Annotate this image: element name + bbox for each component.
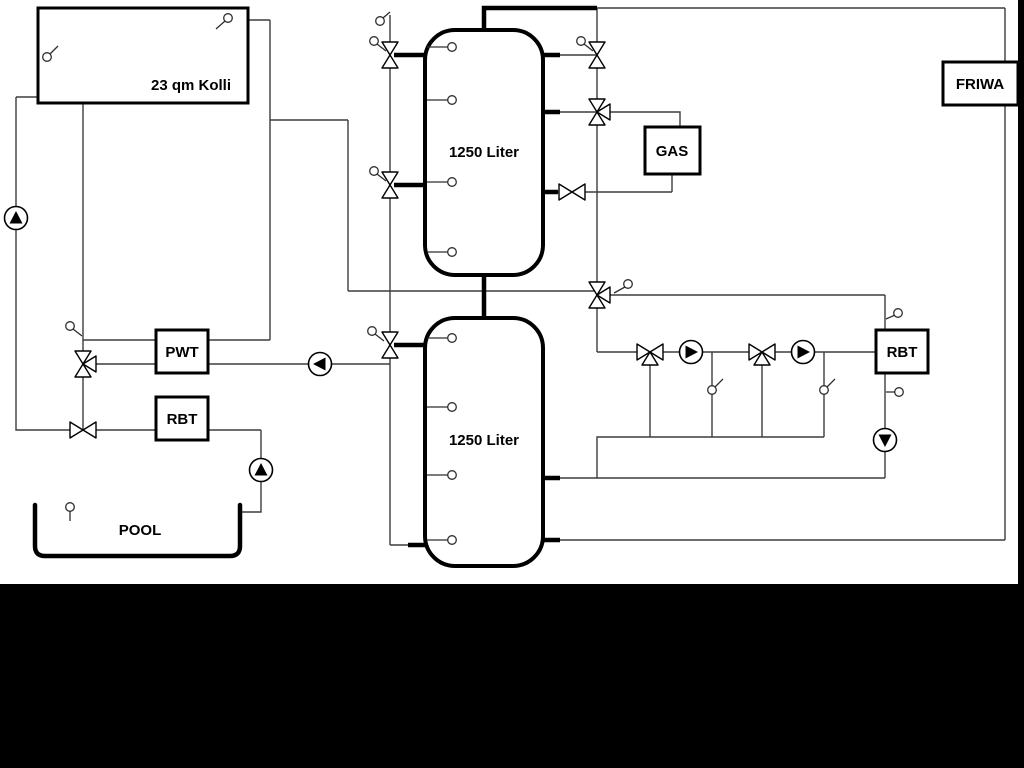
pump-right-icon (678, 339, 704, 365)
buffer-tank-bottom (423, 316, 545, 568)
right-black-strip (1018, 0, 1024, 584)
temp-sensor-icon (447, 333, 457, 343)
temp-sensor-icon (447, 402, 457, 412)
temp-sensor-icon (576, 36, 586, 46)
temp-sensor-icon (447, 95, 457, 105)
temp-sensor-icon (447, 535, 457, 545)
gas-boiler-label: GAS (656, 143, 689, 160)
rbt-left-box (154, 395, 210, 442)
pump-up-icon (248, 457, 274, 483)
friwa-label: FRIWA (956, 76, 1004, 93)
solar-collector-box (36, 6, 250, 105)
piping-thick (394, 5, 597, 548)
rbt-left-label: RBT (167, 411, 198, 428)
pwt-label: PWT (165, 344, 198, 361)
pump-right-icon (790, 339, 816, 365)
temperature-sensors (42, 11, 904, 545)
pool-basin (32, 502, 243, 559)
temp-sensor-icon (447, 177, 457, 187)
temp-sensor-icon (894, 387, 904, 397)
temp-sensor-icon (447, 42, 457, 52)
temp-sensor-icon (623, 279, 633, 289)
temp-sensor-icon (819, 385, 829, 395)
rbt-right-label: RBT (887, 344, 918, 361)
temp-sensor-icon (375, 16, 385, 26)
temp-sensor-icon (369, 166, 379, 176)
buffer-tank-top-label: 1250 Liter (449, 144, 519, 161)
temp-sensor-icon (65, 502, 75, 512)
sensor-leads (49, 11, 896, 541)
gas-boiler-box (643, 125, 702, 176)
temp-sensor-icon (447, 470, 457, 480)
buffer-tank-top (423, 28, 545, 277)
pump-left-icon (307, 351, 333, 377)
temp-sensor-icon (447, 247, 457, 257)
pipe-solar-left (15, 19, 597, 513)
pump-down-icon (872, 427, 898, 453)
temp-sensor-icon (369, 36, 379, 46)
collector-label: 23 qm Kolli (151, 77, 231, 94)
temp-sensor-icon (42, 52, 52, 62)
temp-sensor-icon (65, 321, 75, 331)
temp-sensor-icon (893, 308, 903, 318)
friwa-box (941, 60, 1020, 107)
pool-label: POOL (119, 522, 162, 539)
temp-sensor-icon (367, 326, 377, 336)
bottom-black-band (0, 584, 1024, 768)
pump-up-icon (3, 205, 29, 231)
temp-sensor-icon (223, 13, 233, 23)
pipe-valve-column (389, 7, 1006, 546)
pwt-box (154, 328, 210, 375)
rbt-right-box (874, 328, 930, 375)
temp-sensor-icon (707, 385, 717, 395)
buffer-tank-bottom-label: 1250 Liter (449, 432, 519, 449)
